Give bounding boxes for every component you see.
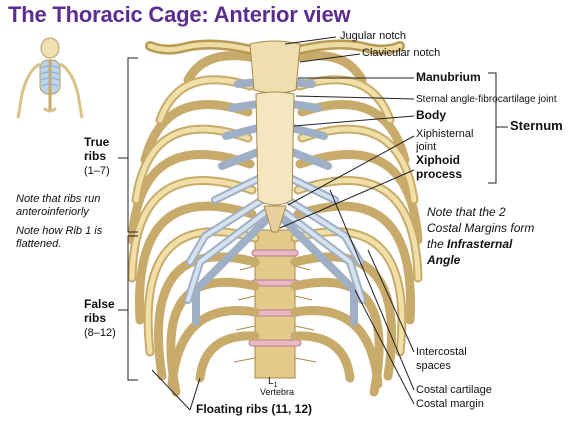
label-true-ribs-3: (1–7) <box>84 165 110 177</box>
label-vertebra-number: L1 <box>268 376 278 389</box>
sternum <box>249 40 301 233</box>
note-costal-1: Note that the 2 <box>427 205 506 219</box>
label-manubrium: Manubrium <box>416 70 481 84</box>
label-xiphisternal-joint-2: joint <box>416 141 437 153</box>
note-ribs-run-1: Note that ribs run <box>16 193 101 205</box>
label-intercostal-1: Intercostal <box>416 346 467 358</box>
label-clavicular-notch: Clavicular notch <box>362 47 441 59</box>
label-jugular-notch: Jugular notch <box>340 30 407 42</box>
label-vertebra: Vertebra <box>260 387 295 397</box>
note-costal-3: the Infrasternal <box>427 237 513 251</box>
label-xiphisternal-joint-1: Xiphisternal <box>416 128 474 140</box>
label-false-ribs-1: False <box>84 297 115 311</box>
label-true-ribs-2: ribs <box>84 149 107 163</box>
note-costal-4: Angle <box>427 253 461 267</box>
label-leader-lines <box>118 36 508 411</box>
label-floating-ribs: Floating ribs (11, 12) <box>196 402 313 416</box>
label-body: Body <box>416 108 446 122</box>
rib-highlights <box>129 77 421 355</box>
note-rib1-2: flattened. <box>16 238 62 250</box>
label-sternum: Sternum <box>510 118 563 133</box>
note-rib1-1: Note how Rib 1 is <box>16 225 103 237</box>
label-false-ribs-2: ribs <box>84 311 107 325</box>
label-costal-cartilage: Costal cartilage <box>416 384 492 396</box>
label-costal-margin: Costal margin <box>416 398 484 410</box>
manubrium-shape <box>249 40 301 94</box>
skeleton-thumbnail-icon <box>16 37 84 119</box>
label-intercostal-2: spaces <box>416 360 451 372</box>
page-title: The Thoracic Cage: Anterior view <box>8 2 351 27</box>
vertebral-column <box>233 229 317 379</box>
note-costal-2: Costal Margins form <box>427 221 535 235</box>
sternal-body-shape <box>255 91 295 206</box>
xiphoid-shape <box>263 205 287 233</box>
label-sternal-angle: Sternal angle-fibrocartilage joint <box>416 94 557 105</box>
label-true-ribs-1: True <box>84 135 110 149</box>
label-xiphoid-2: process <box>416 167 463 181</box>
note-ribs-run-2: anteroinferiorly <box>16 206 89 218</box>
label-xiphoid-1: Xiphoid <box>416 153 460 167</box>
label-false-ribs-3: (8–12) <box>84 327 116 339</box>
